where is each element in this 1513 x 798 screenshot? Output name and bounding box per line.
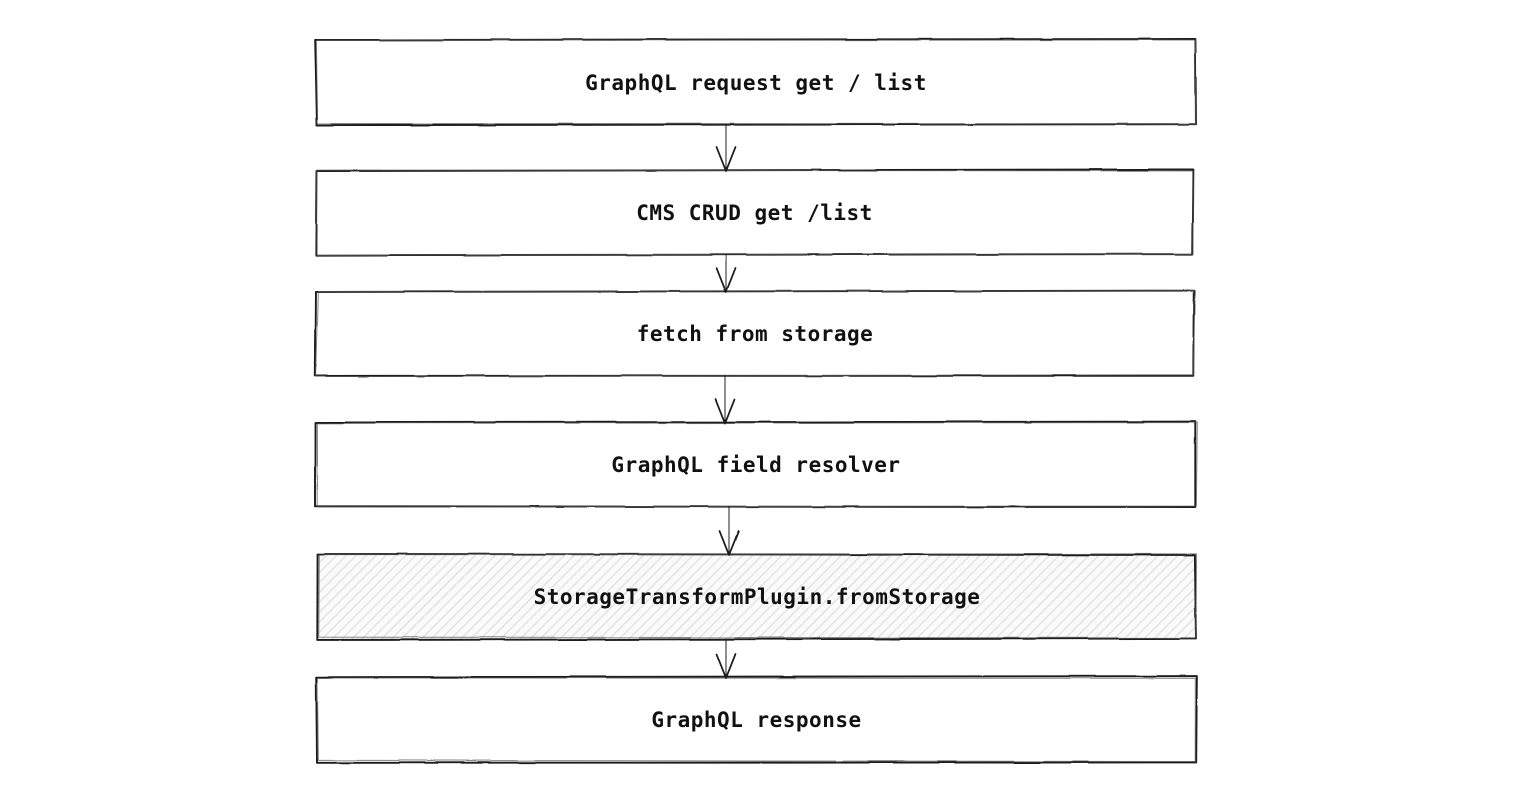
flow-edge-edge-5 (715, 638, 737, 679)
node-label-graphql-response: GraphQL response (651, 707, 862, 732)
flow-node-box-fetch-from-storage[interactable] (316, 291, 1194, 376)
edge-arrowhead (715, 653, 737, 679)
node-label-graphql-field-resolver: GraphQL field resolver (611, 452, 901, 477)
node-label-cms-crud: CMS CRUD get /list (636, 200, 873, 225)
flow-edge-edge-1 (715, 124, 737, 172)
flow-node-box-graphql-request[interactable] (316, 40, 1196, 125)
edge-arrowhead (715, 146, 737, 172)
flow-node-box-storage-transform-plugin[interactable] (318, 554, 1196, 639)
flow-edge-edge-3 (714, 375, 736, 424)
flow-edge-edge-4 (718, 506, 740, 556)
edge-arrowhead (714, 398, 736, 424)
node-label-storage-transform-plugin: StorageTransformPlugin.fromStorage (533, 584, 981, 609)
edge-arrowhead (715, 267, 737, 293)
flow-edge-edge-2 (715, 254, 737, 293)
node-label-graphql-request: GraphQL request get / list (585, 70, 927, 95)
edge-arrowhead (718, 530, 740, 556)
node-label-fetch-from-storage: fetch from storage (636, 321, 874, 346)
flow-node-box-graphql-field-resolver[interactable] (316, 422, 1196, 507)
flow-node-box-cms-crud[interactable] (316, 170, 1193, 255)
flow-node-box-graphql-response[interactable] (317, 677, 1196, 762)
node-shapes-group (314, 38, 1198, 764)
